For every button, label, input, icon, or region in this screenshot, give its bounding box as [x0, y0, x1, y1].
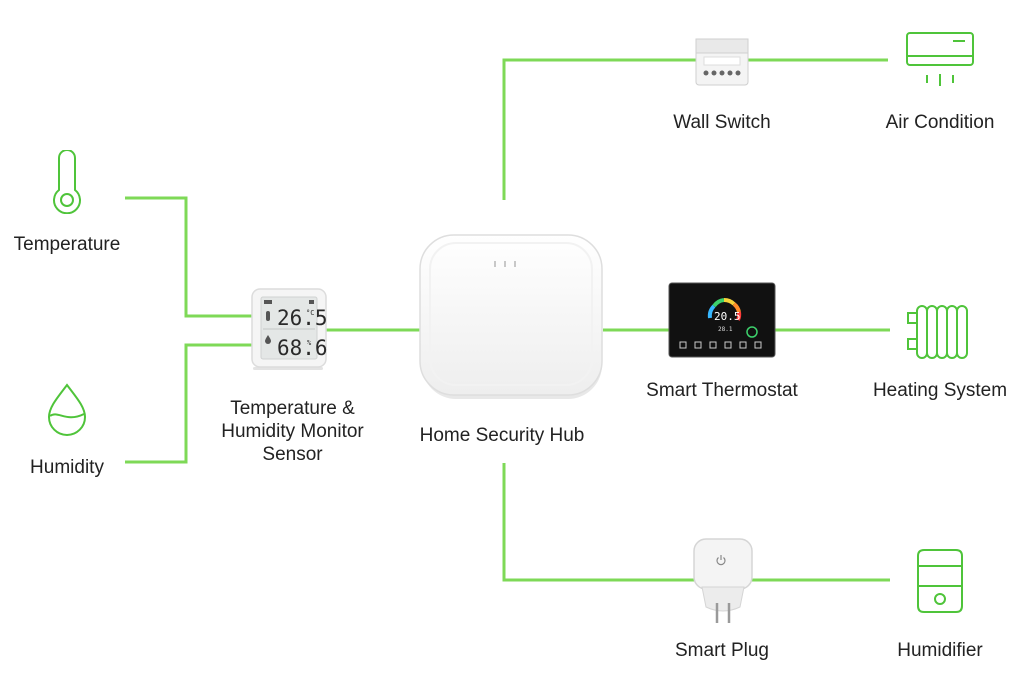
smart-plug-device: [693, 538, 753, 623]
humidifier-icon: [917, 549, 963, 613]
humidity-connector: [125, 343, 252, 464]
temperature-humidity-sensor: 26.5 °C 68.6 %: [251, 288, 328, 370]
smart-thermostat-device: 20.5 28.1: [668, 282, 776, 358]
thermostat-set-temperature: 20.5: [714, 310, 741, 323]
hub-wall-switch-connector: [502, 58, 697, 200]
wall-switch-device: [695, 38, 749, 86]
air-conditioner-icon: [906, 32, 974, 86]
radiator-icon: [907, 305, 968, 359]
wall-switch-label: Wall Switch: [673, 112, 771, 133]
home-security-hub-device: [419, 234, 603, 399]
heating-system-label: Heating System: [872, 380, 1008, 401]
humidity-label: Humidity: [30, 457, 104, 478]
air-condition-label: Air Condition: [885, 112, 995, 133]
sensor-label: Temperature & Humidity Monitor Sensor: [205, 397, 380, 466]
smart-plug-label: Smart Plug: [675, 640, 769, 661]
sensor-temperature-reading: 26.5: [277, 306, 328, 330]
thermometer-icon: [53, 150, 81, 214]
smart-thermostat-label: Smart Thermostat: [646, 380, 798, 401]
sensor-humidity-unit: %: [307, 339, 312, 347]
temperature-label: Temperature: [13, 234, 121, 255]
humidifier-label: Humidifier: [897, 640, 983, 661]
hub-plug-connector: [502, 463, 697, 582]
thermostat-room-temperature: 28.1: [718, 326, 733, 333]
temperature-connector: [125, 196, 252, 318]
sensor-temperature-unit: °C: [306, 309, 314, 317]
sensor-humidity-reading: 68.6: [277, 336, 328, 360]
sensor-label-line-3: Sensor: [262, 444, 323, 465]
sensor-label-line-2: Humidity Monitor: [221, 421, 364, 442]
hub-label: Home Security Hub: [419, 425, 585, 446]
sensor-label-line-1: Temperature &: [230, 398, 355, 419]
power-icon: [716, 555, 726, 566]
water-drop-icon: [47, 383, 87, 436]
